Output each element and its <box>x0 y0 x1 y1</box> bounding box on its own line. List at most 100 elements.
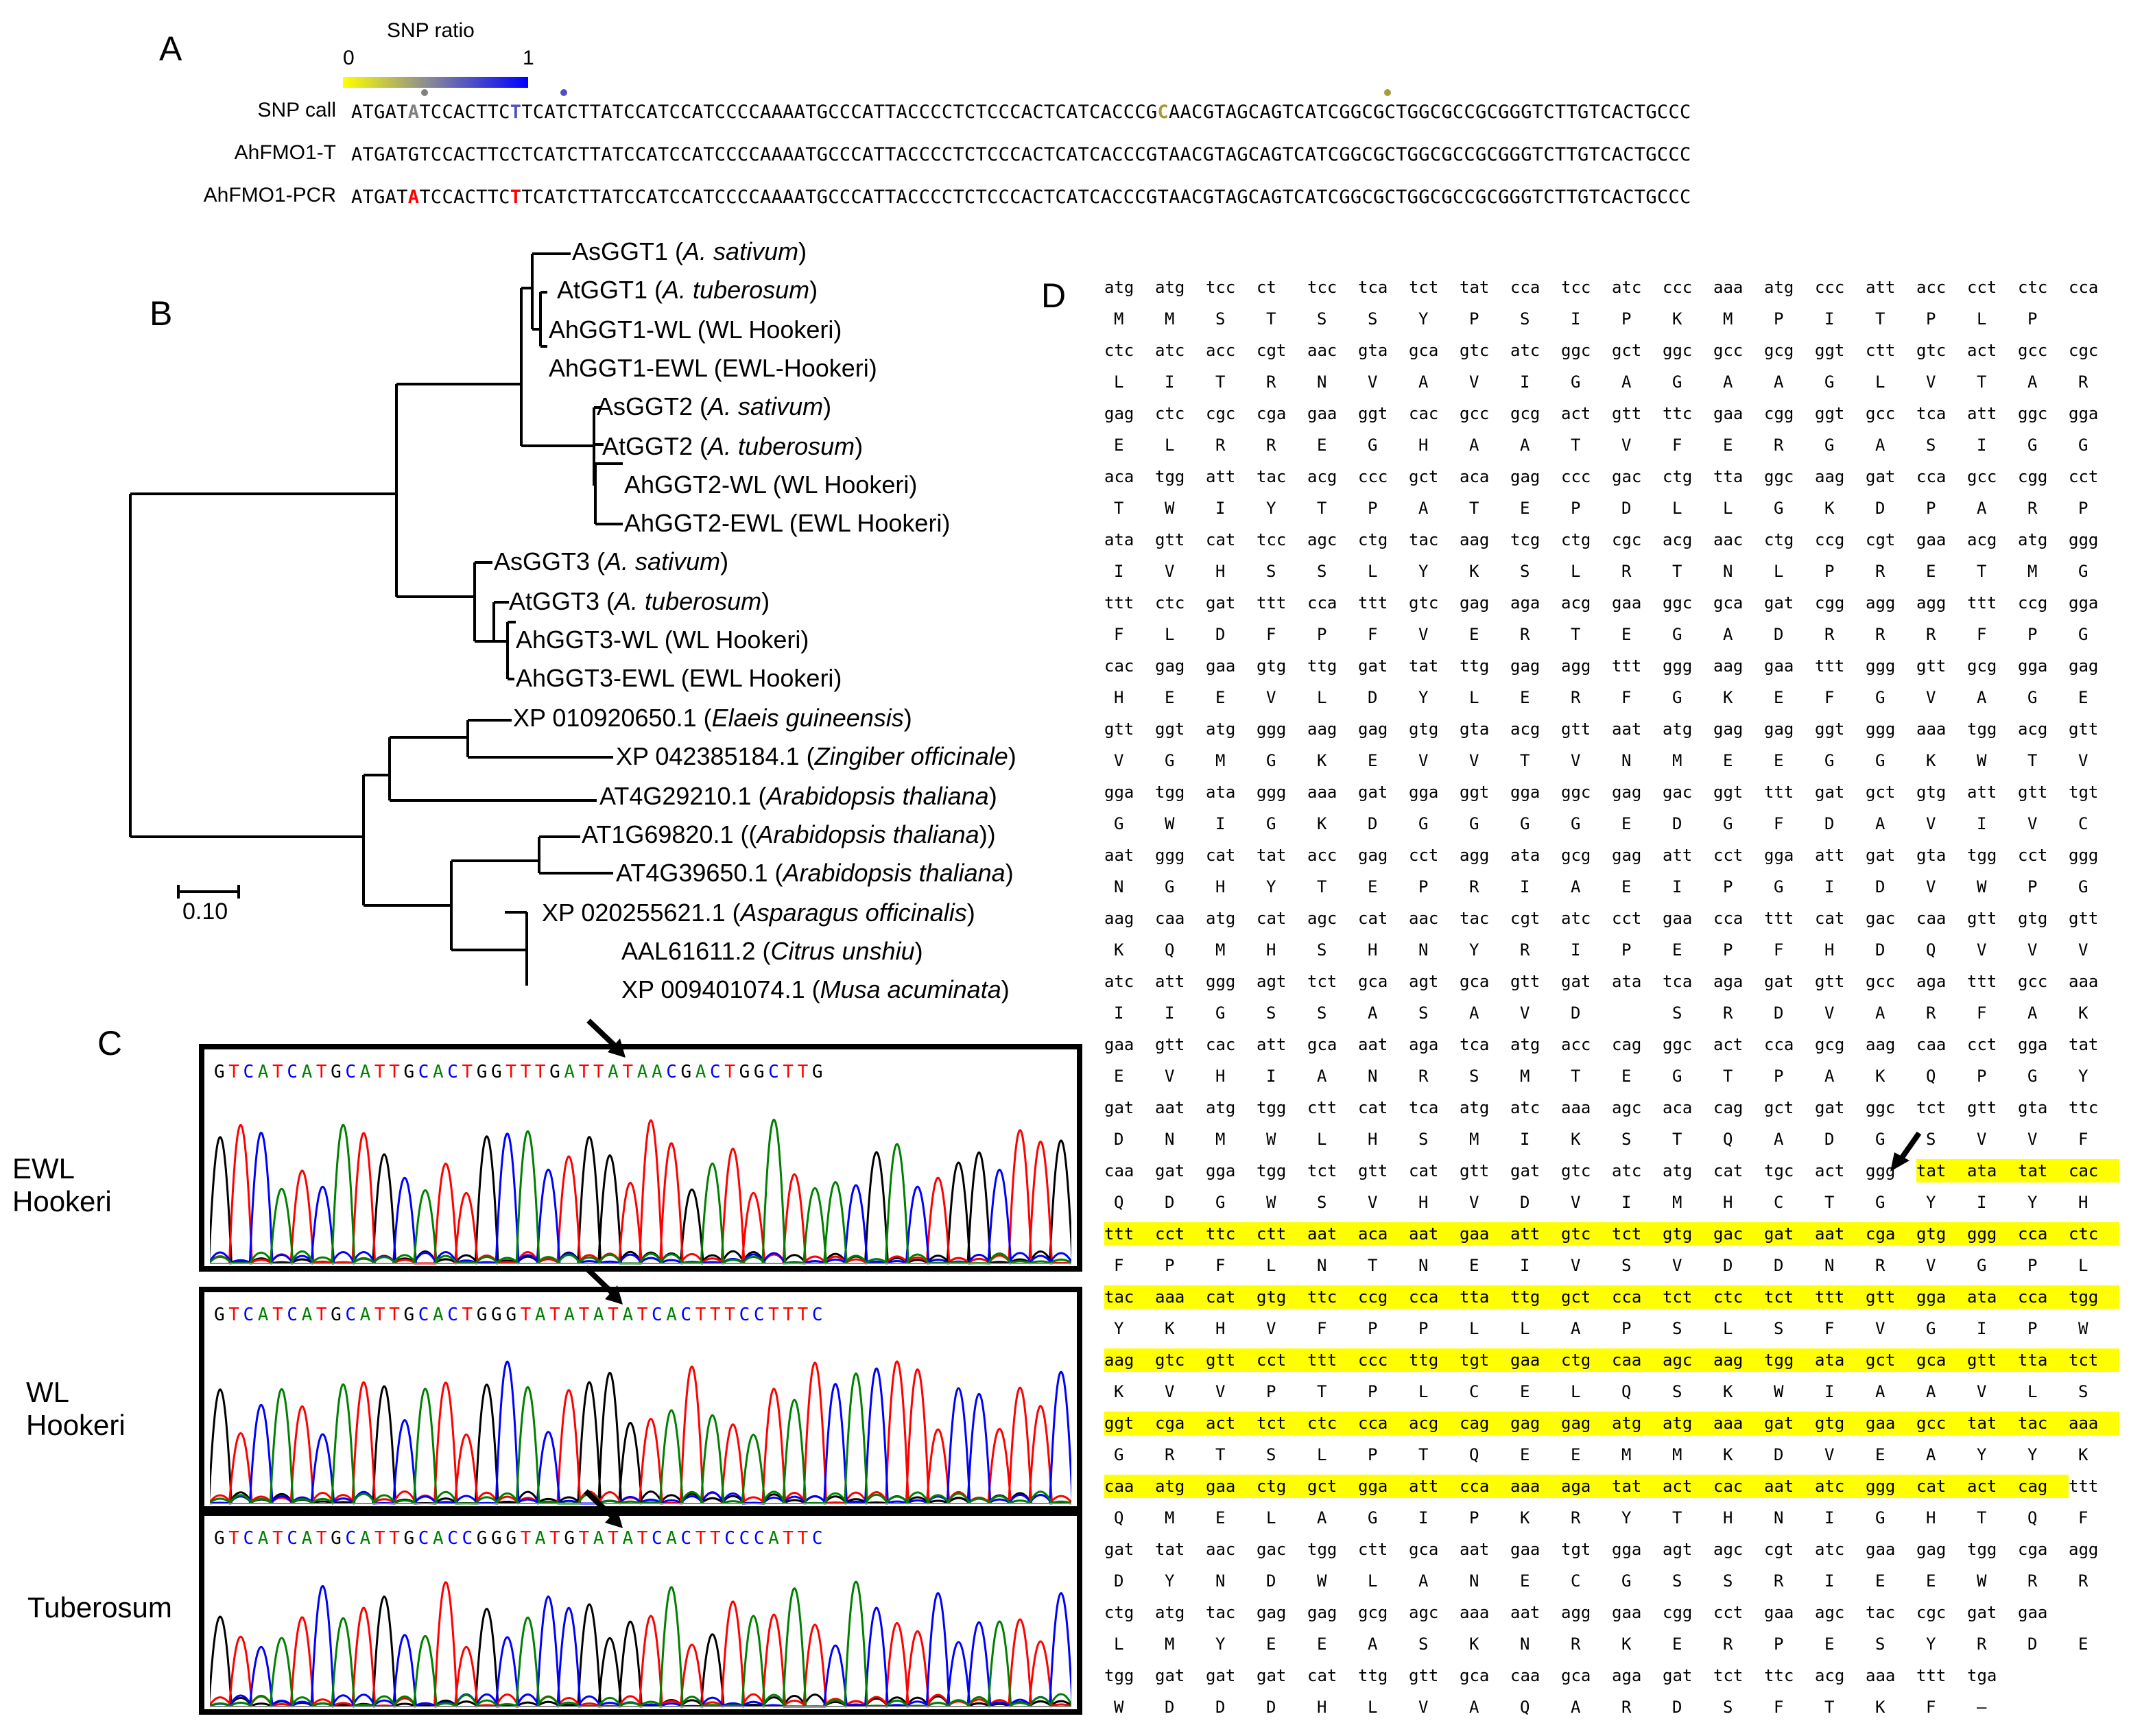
codon: ggt <box>1815 720 1845 739</box>
amino-acid: D <box>1114 1130 1124 1149</box>
codon: acc <box>1916 278 1947 297</box>
amino-acid: F <box>1317 1319 1327 1338</box>
codon: att <box>1206 467 1236 486</box>
codon: gcc <box>1866 404 1896 423</box>
amino-acid: H <box>2078 1193 2089 1212</box>
codon: ggc <box>1663 341 1693 360</box>
codon: gac <box>1663 783 1693 802</box>
amino-acid: T <box>1824 1698 1835 1717</box>
codon: tgt <box>1561 1540 1591 1559</box>
amino-acid: R <box>1621 1698 1632 1717</box>
amino-acid: F <box>1824 1319 1835 1338</box>
base-letter: G <box>476 1528 492 1549</box>
amino-acid: M <box>1165 1634 1175 1654</box>
base-letter: T <box>783 1528 798 1549</box>
codon: gca <box>1713 593 1744 613</box>
chromatogram-sequence: GTCATCATGCATTGCACCGGGTATGTATATCACTTCCCAT… <box>214 1528 826 1549</box>
codon: ata <box>1967 1159 2018 1182</box>
codon: gat <box>1155 1161 1185 1180</box>
codon: gga <box>1612 1540 1642 1559</box>
codon: cca <box>1460 1475 1510 1498</box>
amino-acid: D <box>2027 1634 2038 1654</box>
codon: gct <box>1561 1285 1612 1309</box>
amino-acid: P <box>1317 625 1327 644</box>
snp-dot-3 <box>1384 89 1391 96</box>
amino-acid: G <box>1418 814 1429 833</box>
base-letter: G <box>739 1062 754 1082</box>
amino-acid: F <box>1368 625 1378 644</box>
codon: gaa <box>1713 404 1744 423</box>
amino-acid: C <box>1469 1382 1479 1401</box>
amino-acid: G <box>1165 751 1175 770</box>
amino-acid: H <box>1215 1067 1226 1086</box>
codon: gaa <box>2018 1603 2048 1622</box>
amino-acid: R <box>1571 688 1581 707</box>
codon: atc <box>1104 972 1134 991</box>
amino-acid: Y <box>1165 1571 1175 1591</box>
arrow-icon <box>1890 1131 1922 1172</box>
amino-acid: H <box>1114 688 1124 707</box>
codon: ctg <box>1663 467 1693 486</box>
amino-acid: E <box>1571 1445 1581 1464</box>
amino-acid: K <box>1317 814 1327 833</box>
codon: ata <box>1104 530 1134 549</box>
codon: gcc <box>2018 972 2048 991</box>
amino-acid: L <box>1266 1508 1276 1527</box>
codon: cag <box>2018 1475 2069 1498</box>
amino-acid: A <box>1926 1445 1936 1464</box>
amino-acid: I <box>1114 562 1124 581</box>
codon: cca <box>1307 593 1337 613</box>
codon: cct <box>1257 1348 1307 1372</box>
base-letter: G <box>811 1062 827 1082</box>
codon: agc <box>1409 1603 1439 1622</box>
codon: cca <box>1713 909 1744 928</box>
amino-acid: V <box>2078 940 2089 960</box>
amino-acid: E <box>1215 688 1226 707</box>
amino-acid: L <box>1317 1445 1327 1464</box>
base-letter: T <box>389 1528 404 1549</box>
amino-acid: T <box>1520 751 1530 770</box>
codon: agg <box>2069 1540 2099 1559</box>
codon: gtt <box>1155 1035 1185 1054</box>
tree-leaf: AT1G69820.1 ((Arabidopsis thaliana)) <box>582 820 996 848</box>
amino-acid: H <box>1723 1508 1733 1527</box>
codon: atg <box>1663 1412 1713 1435</box>
codon: caa <box>1916 1035 1947 1054</box>
amino-acid: P <box>1368 1319 1378 1338</box>
amino-acid: C <box>1774 1193 1784 1212</box>
amino-acid: V <box>1926 814 1936 833</box>
amino-acid: R <box>1266 436 1276 455</box>
amino-acid: D <box>1215 625 1226 644</box>
ahfmo1-pcr-sequence: ATGATATCCACTTCTTCATCTTATCCATCCATCCCCAAAA… <box>351 187 1691 208</box>
amino-acid: L <box>1418 1382 1429 1401</box>
amino-acid: A <box>1723 625 1733 644</box>
amino-acid: E <box>1368 877 1378 896</box>
codon: gag <box>1510 656 1540 676</box>
codon: ggc <box>1663 593 1693 613</box>
legend-gradient-bar <box>343 77 528 88</box>
codon: gag <box>1916 1540 1947 1559</box>
amino-acid: K <box>1469 1634 1479 1654</box>
amino-acid: A <box>1875 814 1885 833</box>
amino-acid: D <box>1266 1571 1276 1591</box>
amino-acid: D <box>1520 1193 1530 1212</box>
amino-acid: F <box>1774 1698 1784 1717</box>
phylogenetic-tree <box>129 252 623 986</box>
codon: acc <box>1206 341 1236 360</box>
amino-acid: E <box>1723 436 1733 455</box>
base-letter: G <box>753 1062 769 1082</box>
amino-acid: A <box>1317 1067 1327 1086</box>
amino-acid: I <box>1520 1130 1530 1149</box>
amino-acid: P <box>1469 309 1479 329</box>
codon: tct <box>1307 1161 1337 1180</box>
codon: tct <box>1257 1412 1307 1435</box>
base-letter: T <box>520 1528 535 1549</box>
codon: gaa <box>1663 909 1693 928</box>
codon: atc <box>1155 341 1185 360</box>
amino-acid: I <box>1571 940 1581 960</box>
amino-acid: T <box>1114 499 1124 518</box>
amino-acid: F <box>1774 814 1784 833</box>
amino-acid: G <box>1520 814 1530 833</box>
amino-acid: E <box>1774 688 1784 707</box>
